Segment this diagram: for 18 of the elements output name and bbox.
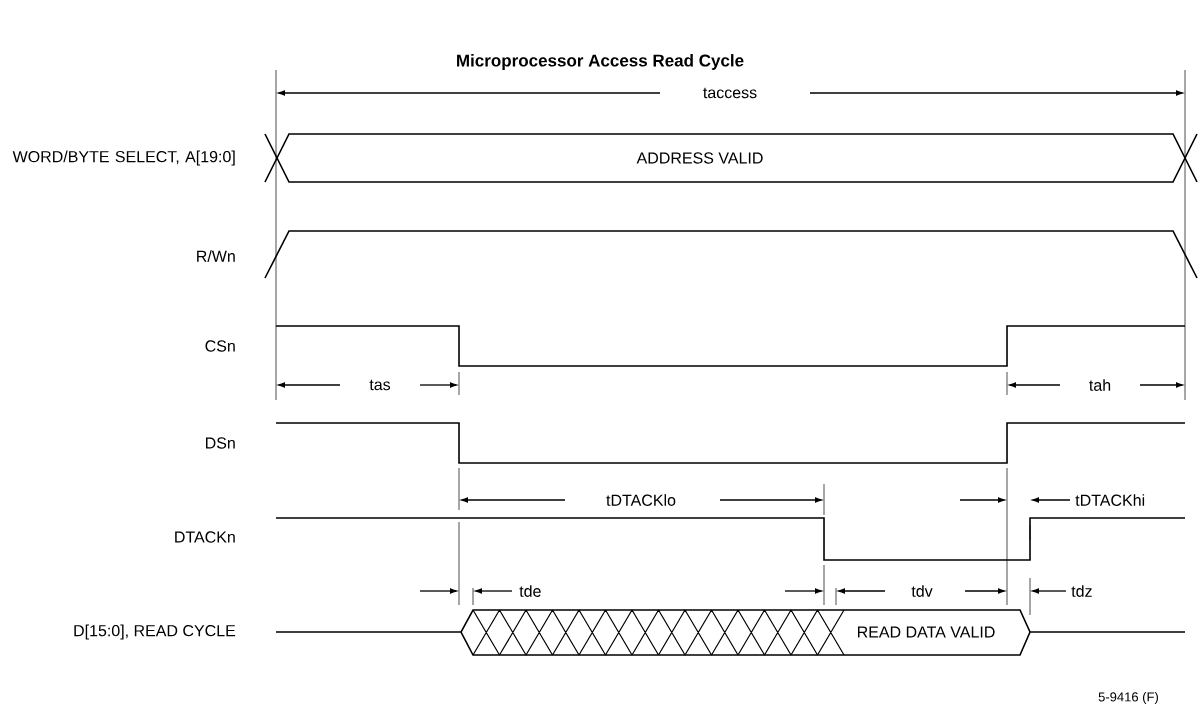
dimension-label: tas — [369, 379, 391, 391]
title: Microprocessor Access Read Cycle — [457, 54, 744, 70]
dimension-label: tde — [519, 585, 541, 597]
bus-state-label: ADDRESS VALID — [636, 152, 763, 164]
signal-name: CSn — [205, 340, 235, 352]
signal-name: D[15:0], READ CYCLE — [74, 624, 236, 640]
dimension-label: tah — [1089, 379, 1111, 391]
signal-name: R/Wn — [197, 250, 235, 262]
signal-name: DSn — [206, 437, 235, 449]
figure-number: 5-9416 (F) — [1098, 691, 1158, 705]
dimension-label: tDTACKlo — [606, 494, 676, 506]
dimension-label: tdz — [1071, 585, 1092, 597]
dimension-label: tdv — [911, 585, 933, 597]
dimension-label: taccess — [703, 87, 757, 99]
bus-state-label: READ DATA VALID — [858, 626, 995, 638]
signal-name: WORD/BYTE SELECT, A[19:0] — [12, 150, 235, 166]
dimension-label: tDTACKhi — [1075, 494, 1145, 506]
signal-name: DTACKn — [175, 531, 235, 543]
